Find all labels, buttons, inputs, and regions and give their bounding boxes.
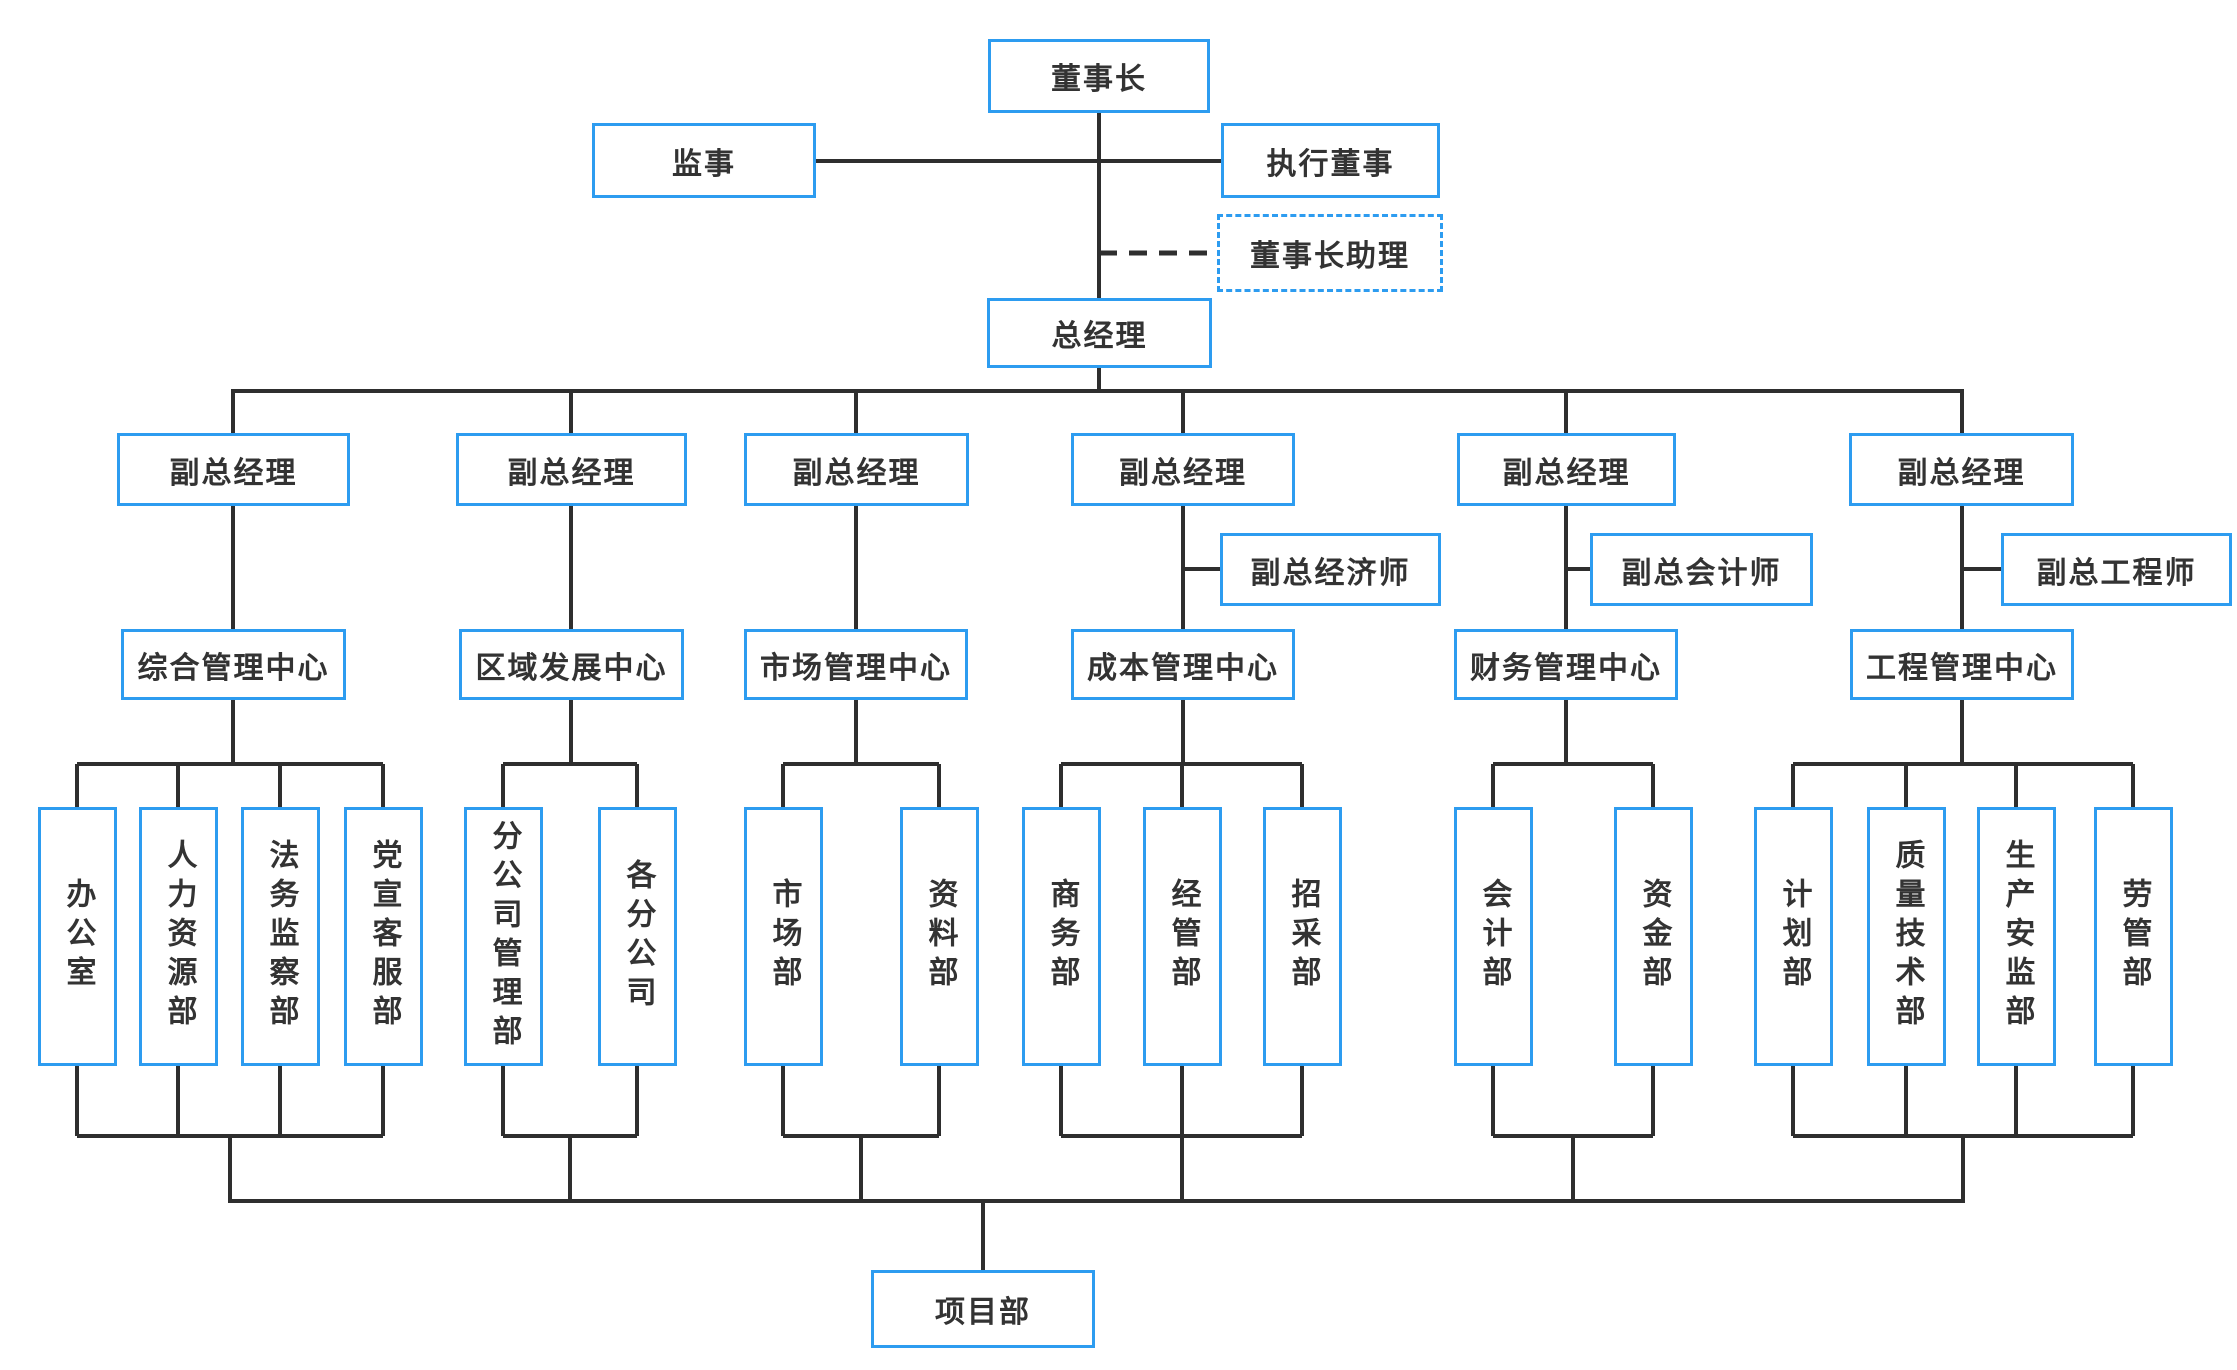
node-dept-party-publicity-service: 党宣客服部 (344, 807, 423, 1066)
node-center-market-management: 市场管理中心 (744, 629, 968, 700)
node-dept-legal-supervision: 法务监察部 (241, 807, 320, 1066)
node-deputy-gm-6: 副总经理 (1849, 433, 2074, 506)
node-general-manager: 总经理 (987, 298, 1212, 368)
node-chairman: 董事长 (988, 39, 1210, 113)
node-dept-market: 市场部 (744, 807, 823, 1066)
node-dept-operations-management: 经管部 (1143, 807, 1222, 1066)
node-deputy-chief-economist: 副总经济师 (1220, 533, 1441, 606)
node-dept-accounting: 会计部 (1454, 807, 1533, 1066)
node-executive-director: 执行董事 (1221, 123, 1440, 198)
node-dept-labor-management: 劳管部 (2094, 807, 2173, 1066)
node-project-department: 项目部 (871, 1270, 1095, 1348)
node-supervisor: 监事 (592, 123, 816, 198)
node-deputy-chief-engineer: 副总工程师 (2001, 533, 2232, 606)
node-dept-production-safety: 生产安监部 (1977, 807, 2056, 1066)
node-dept-human-resources: 人力资源部 (139, 807, 218, 1066)
node-dept-quality-technology: 质量技术部 (1867, 807, 1946, 1066)
node-dept-branch-companies: 各分公司 (598, 807, 677, 1066)
node-deputy-gm-1: 副总经理 (117, 433, 350, 506)
node-dept-bidding-procurement: 招采部 (1263, 807, 1342, 1066)
node-chairman-assistant: 董事长助理 (1217, 214, 1443, 292)
node-center-finance-management: 财务管理中心 (1454, 629, 1678, 700)
node-dept-office: 办公室 (38, 807, 117, 1066)
node-dept-commerce: 商务部 (1022, 807, 1101, 1066)
node-dept-funds: 资金部 (1614, 807, 1693, 1066)
node-dept-branch-management: 分公司管理部 (464, 807, 543, 1066)
node-center-engineering-management: 工程管理中心 (1850, 629, 2074, 700)
node-dept-planning: 计划部 (1754, 807, 1833, 1066)
node-deputy-gm-4: 副总经理 (1071, 433, 1295, 506)
node-deputy-gm-3: 副总经理 (744, 433, 969, 506)
node-deputy-gm-2: 副总经理 (456, 433, 687, 506)
node-center-regional-development: 区域发展中心 (459, 629, 684, 700)
node-center-general-management: 综合管理中心 (121, 629, 346, 700)
node-deputy-chief-accountant: 副总会计师 (1590, 533, 1813, 606)
node-dept-data: 资料部 (900, 807, 979, 1066)
node-deputy-gm-5: 副总经理 (1457, 433, 1676, 506)
node-center-cost-management: 成本管理中心 (1071, 629, 1295, 700)
